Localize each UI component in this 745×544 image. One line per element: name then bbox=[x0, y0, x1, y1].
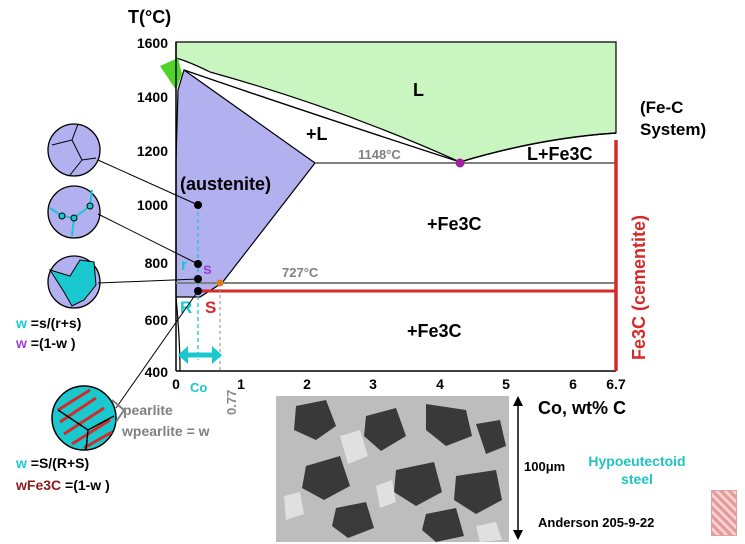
equation-line: w =S/(R+S) bbox=[16, 452, 110, 474]
y-tick: 1000 bbox=[137, 197, 168, 213]
equation-rest: =(1-w ) bbox=[65, 477, 110, 493]
y-tick: 1200 bbox=[137, 143, 168, 159]
x-ticks: 0 1 2 3 4 5 6 6.7 bbox=[172, 376, 626, 392]
austenite-label: (austenite) bbox=[180, 174, 271, 194]
cementite-label: Fe3C (cementite) bbox=[629, 215, 649, 360]
y-axis-title: T(°C) bbox=[128, 7, 171, 27]
x-tick: 1 bbox=[237, 376, 245, 392]
x-tick: 4 bbox=[436, 376, 444, 392]
alpha-fe3c-label: +Fe3C bbox=[407, 321, 462, 341]
y-tick: 400 bbox=[145, 364, 169, 380]
scale-arrow-up bbox=[513, 396, 523, 406]
equation-w: w bbox=[16, 455, 27, 471]
micro-leader-4 bbox=[115, 290, 199, 409]
eutectic-temp-label: 1148°C bbox=[358, 147, 401, 162]
delta-region bbox=[160, 58, 182, 90]
equation-line: wFe3C =(1-w ) bbox=[16, 474, 110, 496]
equation-rest: =S/(R+S) bbox=[30, 455, 90, 471]
eutectoid-comp-label: 0.77 bbox=[224, 390, 239, 415]
scale-label: 100μm bbox=[524, 459, 566, 474]
equation-w: w bbox=[16, 335, 27, 351]
equation-rest: =s/(r+s) bbox=[30, 315, 82, 331]
y-ticks: 1600 1400 1200 1000 800 600 400 bbox=[137, 35, 168, 380]
equation-w: w bbox=[16, 315, 27, 331]
equation-line: w =(1-w ) bbox=[16, 333, 81, 353]
stamp-icon bbox=[711, 490, 737, 536]
lever-r-label: r bbox=[181, 257, 187, 274]
x-axis-title: Co, wt% C bbox=[538, 398, 626, 418]
gamma-fe3c-label: +Fe3C bbox=[427, 214, 482, 234]
x-tick: 0 bbox=[172, 376, 180, 392]
hypoeutectoid-caption: Hypoeutectoid steel bbox=[588, 453, 686, 487]
micro-leader-3 bbox=[97, 278, 199, 284]
eutectoid-temp-label: 727°C bbox=[282, 265, 319, 280]
micrograph-image bbox=[276, 396, 509, 542]
liquid-label: L bbox=[413, 80, 424, 100]
y-tick: 1600 bbox=[137, 35, 168, 51]
co-arrow-right bbox=[212, 346, 222, 364]
eutectic-point bbox=[455, 158, 465, 168]
liquidus-line bbox=[183, 69, 617, 163]
x-tick: 2 bbox=[303, 376, 311, 392]
lever-s-label: s bbox=[203, 261, 212, 278]
liquid-fe3c-label: L+Fe3C bbox=[527, 144, 593, 164]
micro-leader-2 bbox=[97, 213, 199, 265]
y-tick: 600 bbox=[145, 312, 169, 328]
ferrite-solvus bbox=[175, 296, 181, 372]
equation-w: wFe3C bbox=[16, 477, 62, 493]
co-tick-label: Co bbox=[190, 380, 207, 395]
w-pearlite-label: wpearlite = w bbox=[121, 423, 210, 439]
lever-equations-upper: w =s/(r+s) w =(1-w ) bbox=[16, 313, 81, 353]
micro-circle-liquid bbox=[47, 123, 101, 177]
gamma-liquid-label: +L bbox=[306, 124, 328, 144]
austenite-region bbox=[175, 69, 316, 298]
lever-S-label: S bbox=[205, 298, 216, 317]
credit-label: Anderson 205-9-22 bbox=[538, 515, 655, 530]
micro-circle-pearlite bbox=[51, 385, 117, 451]
x-tick: 6.7 bbox=[606, 376, 626, 392]
x-tick: 5 bbox=[502, 376, 510, 392]
system-label: (Fe-C System) bbox=[640, 98, 707, 139]
y-tick: 800 bbox=[145, 255, 169, 271]
micro-leader-1 bbox=[97, 159, 199, 206]
micro-circle-austenite bbox=[47, 185, 101, 239]
pearlite-pointer bbox=[111, 399, 126, 423]
x-tick: 6 bbox=[569, 376, 577, 392]
y-tick: 1400 bbox=[137, 89, 168, 105]
equation-rest: =(1-w ) bbox=[30, 335, 76, 351]
scale-arrow-down bbox=[513, 530, 523, 540]
co-arrow-left bbox=[178, 346, 188, 364]
micro-circle-ferrite bbox=[47, 255, 101, 309]
pearlite-label: pearlite bbox=[123, 402, 173, 418]
equation-line: w =s/(r+s) bbox=[16, 313, 81, 333]
x-tick: 3 bbox=[369, 376, 377, 392]
micrograph-texture bbox=[276, 396, 509, 542]
lever-equations-lower: w =S/(R+S) wFe3C =(1-w ) bbox=[16, 452, 110, 496]
